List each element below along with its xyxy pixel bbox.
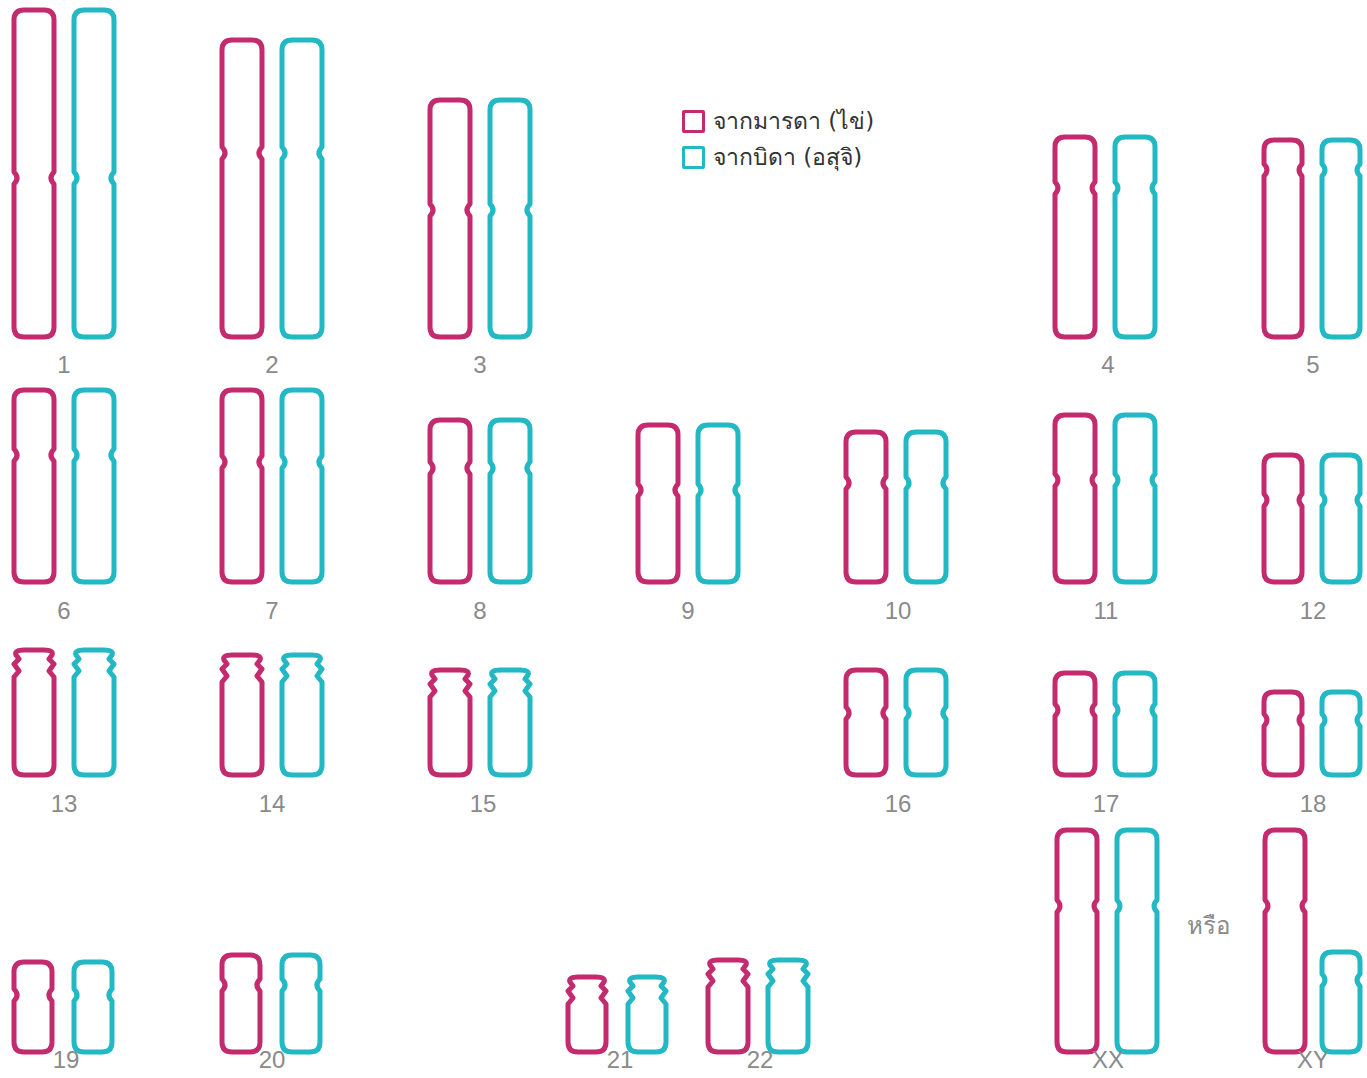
chromosome-number: 7 (265, 597, 278, 625)
chromosome-outline (1115, 137, 1155, 337)
chromosome-outline (638, 425, 678, 582)
chromosome-outline (490, 100, 530, 337)
chromosome-outline (1055, 415, 1095, 582)
chromosome-number: 1 (57, 351, 70, 379)
chromosome-outline (490, 670, 530, 775)
chromosome-outline (14, 10, 54, 337)
chromosome-outline (1322, 692, 1360, 775)
chromosome-outline (1322, 952, 1360, 1052)
chromosome-outline (1264, 455, 1302, 582)
chromosome-outline (222, 955, 260, 1052)
chromosome-number: 8 (473, 597, 486, 625)
chromosome-outline (74, 10, 114, 337)
chromosome-number: XY (1297, 1046, 1329, 1074)
connector-word: หรือ (1187, 912, 1230, 940)
legend-text: จากมารดา (ไข่) (713, 106, 874, 136)
chromosome-outline (846, 432, 886, 582)
chromosome-number: 5 (1306, 351, 1319, 379)
chromosome-outline (74, 390, 114, 582)
chromosome-outline (568, 977, 606, 1052)
chromosome-outline (282, 390, 322, 582)
chromosome-number: 12 (1300, 597, 1327, 625)
chromosome-outline (430, 420, 470, 582)
chromosome-outline (14, 390, 54, 582)
chromosome-outline (698, 425, 738, 582)
chromosome-outline (222, 655, 262, 775)
chromosome-outline (282, 955, 320, 1052)
chromosome-outline (490, 420, 530, 582)
chromosome-outline (1057, 830, 1097, 1052)
chromosome-number: 11 (1094, 597, 1119, 625)
chromosome-number: 10 (885, 597, 912, 625)
chromosome-outline (1055, 137, 1095, 337)
chromosome-number: XX (1092, 1046, 1124, 1074)
legend-swatch (682, 146, 705, 169)
chromosome-number: 17 (1093, 790, 1120, 818)
chromosome-outline (768, 960, 808, 1052)
chromosome-number: 13 (51, 790, 78, 818)
chromosome-outline (1264, 140, 1302, 337)
chromosome-outline (1115, 415, 1155, 582)
chromosome-outline (1322, 140, 1360, 337)
chromosome-outline (906, 432, 946, 582)
chromosome-number: 16 (885, 790, 912, 818)
chromosome-number: 6 (57, 597, 70, 625)
chromosome-outline (1322, 455, 1360, 582)
legend-swatch (682, 110, 705, 133)
chromosome-outline (846, 670, 886, 775)
chromosome-number: 19 (53, 1046, 80, 1074)
legend-text: จากบิดา (อสุจิ) (713, 142, 862, 172)
chromosome-outline (1055, 673, 1095, 775)
chromosome-outline (222, 40, 262, 337)
chromosome-outline (74, 962, 112, 1052)
chromosome-number: 4 (1101, 351, 1114, 379)
chromosome-outline (628, 977, 666, 1052)
chromosome-number: 15 (470, 790, 497, 818)
legend-row: จากมารดา (ไข่) (682, 106, 874, 136)
chromosome-number: 18 (1300, 790, 1327, 818)
chromosome-outline (282, 40, 322, 337)
chromosome-outline (1117, 830, 1157, 1052)
chromosome-number: 2 (265, 351, 278, 379)
chromosome-outline (906, 670, 946, 775)
chromosome-number: 20 (259, 1046, 286, 1074)
chromosome-number: 22 (747, 1046, 774, 1074)
chromosome-outline (282, 655, 322, 775)
chromosome-outline (1264, 692, 1302, 775)
chromosome-outline (1115, 673, 1155, 775)
chromosome-outline (74, 650, 114, 775)
legend-row: จากบิดา (อสุจิ) (682, 142, 862, 172)
chromosome-outline (430, 670, 470, 775)
chromosome-outline (1265, 830, 1305, 1052)
chromosome-outline (14, 650, 54, 775)
chromosome-outline (222, 390, 262, 582)
chromosome-number: 3 (473, 351, 486, 379)
chromosome-outline (430, 100, 470, 337)
chromosome-number: 21 (607, 1046, 634, 1074)
chromosome-outline (14, 962, 52, 1052)
chromosome-number: 14 (259, 790, 286, 818)
chromosome-number: 9 (681, 597, 694, 625)
chromosome-outline (708, 960, 748, 1052)
